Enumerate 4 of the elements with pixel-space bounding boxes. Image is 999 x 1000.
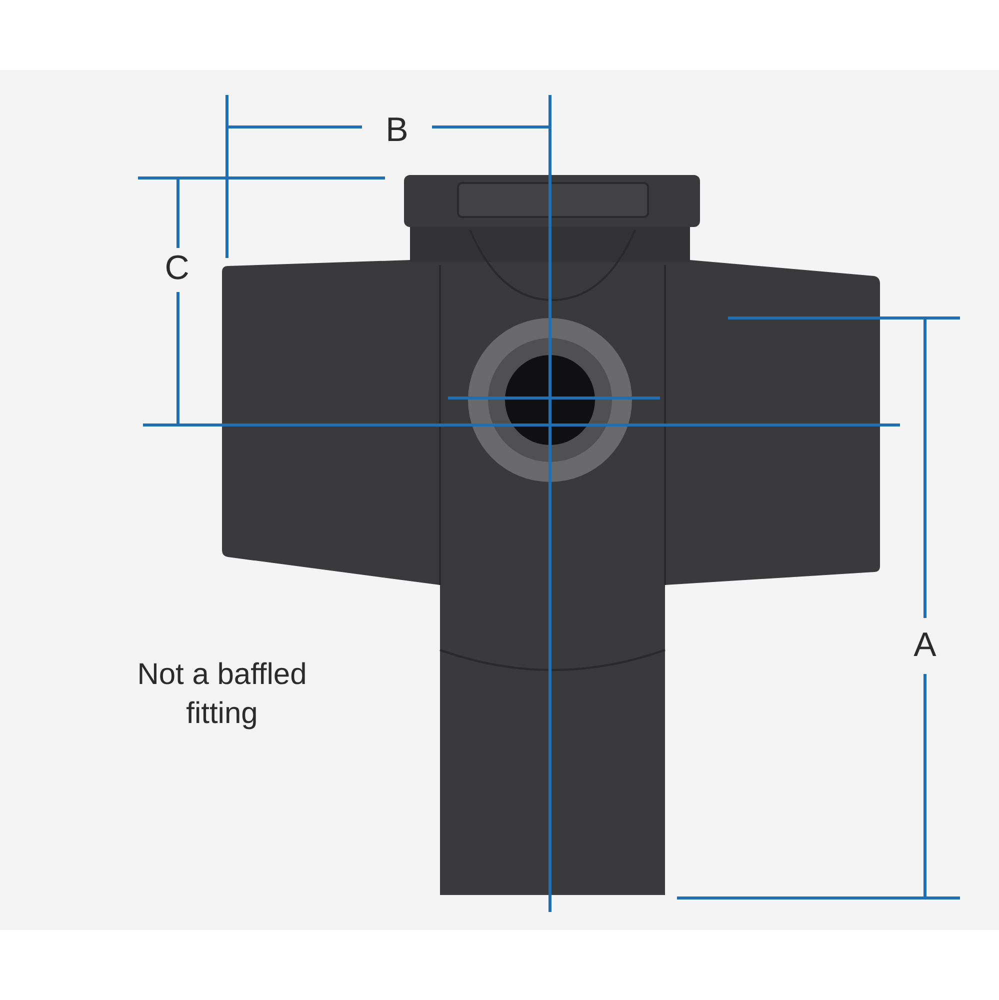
note: Not a baffled fitting — [136, 657, 308, 732]
dimension-label: B — [386, 113, 408, 147]
dimension-label: A — [914, 628, 936, 662]
dimension-label: C — [164, 251, 190, 285]
